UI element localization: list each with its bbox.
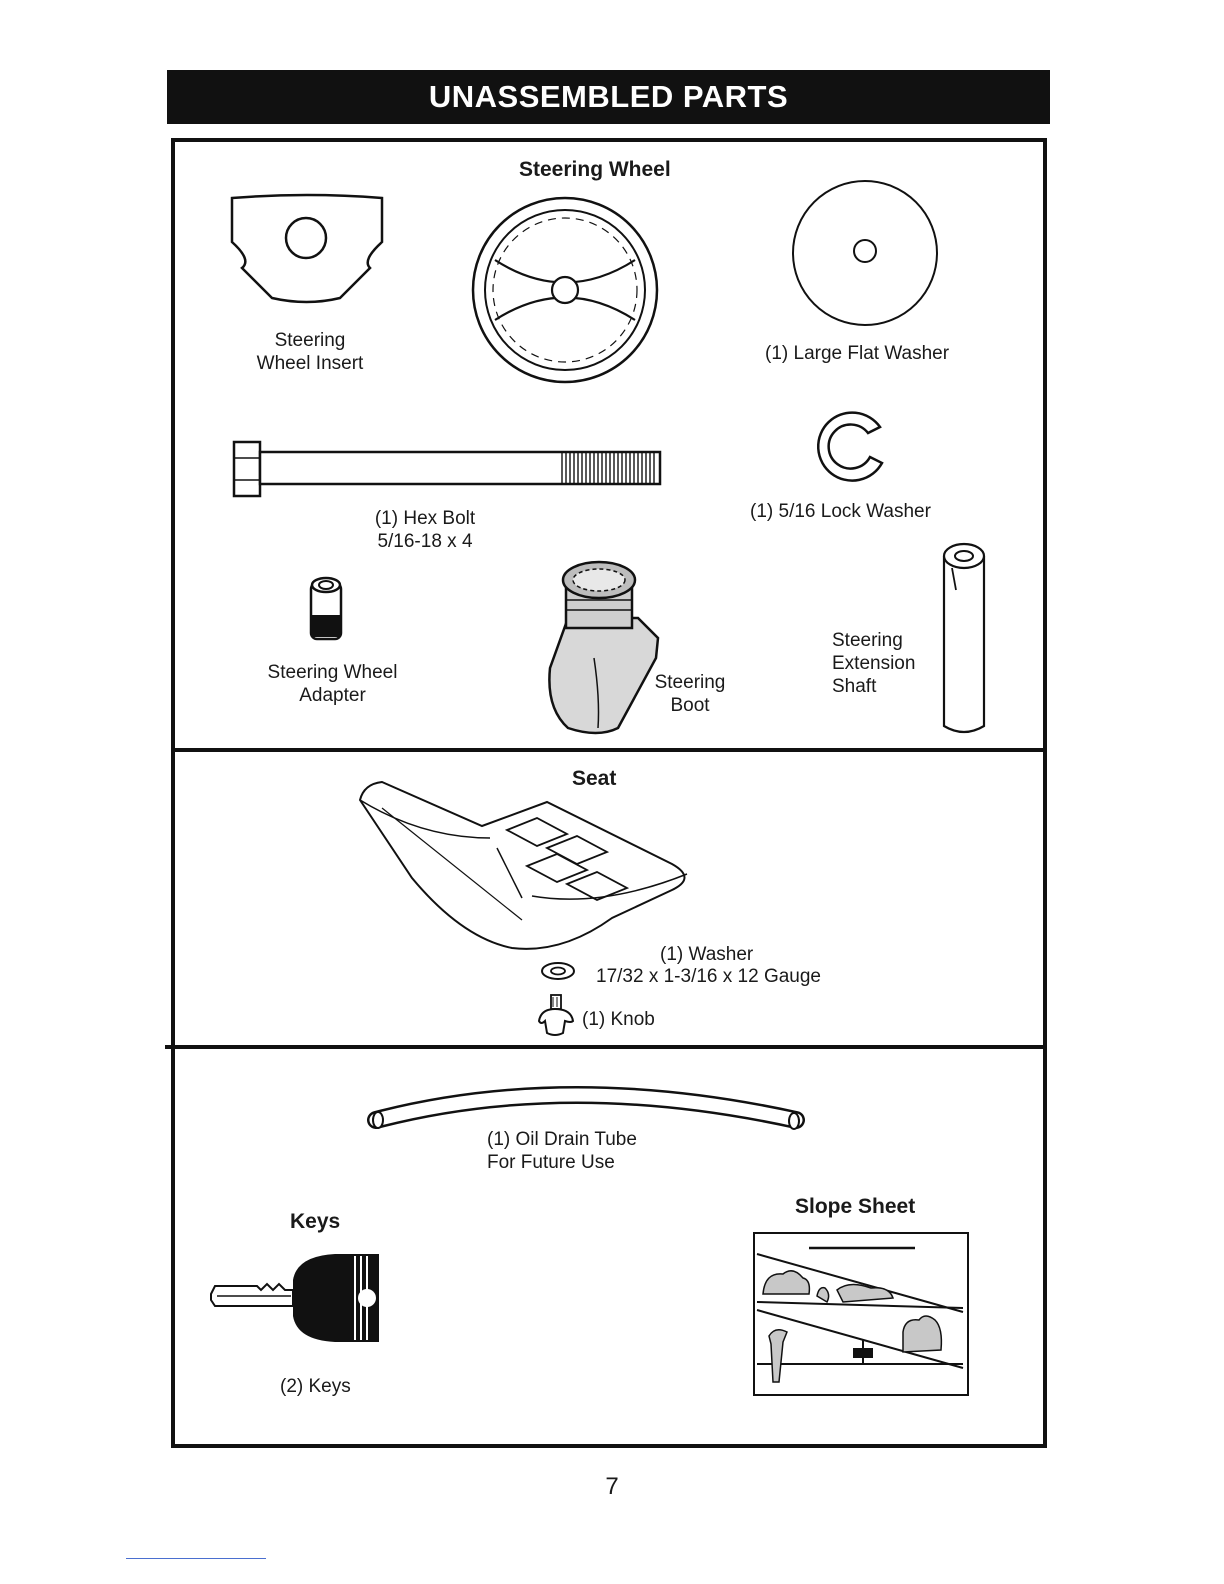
steering-wheel-illustration (470, 195, 660, 385)
slope-sheet-heading: Slope Sheet (795, 1195, 915, 1219)
steering-boot-label: Steering Boot (640, 671, 740, 717)
keys-label: (2) Keys (280, 1375, 351, 1398)
footer-rule (126, 1558, 266, 1559)
lock-washer-illustration (812, 407, 896, 485)
page-title: UNASSEMBLED PARTS (429, 79, 788, 115)
seat-illustration (352, 778, 697, 956)
oil-drain-tube-label: (1) Oil Drain Tube For Future Use (487, 1128, 637, 1174)
lock-washer-label: (1) 5/16 Lock Washer (750, 500, 931, 523)
steering-wheel-heading: Steering Wheel (519, 158, 671, 182)
hex-bolt-illustration (230, 438, 670, 500)
steering-wheel-adapter-label: Steering Wheel Adapter (255, 661, 410, 707)
section-divider-seat-misc (165, 1045, 1043, 1049)
steering-wheel-insert-label: Steering Wheel Insert (240, 329, 380, 375)
steering-wheel-insert-illustration (222, 190, 392, 310)
seat-washer-label: (1) Washer (660, 943, 753, 966)
slope-sheet-illustration (753, 1232, 969, 1396)
large-flat-washer-label: (1) Large Flat Washer (765, 342, 949, 365)
large-flat-washer-illustration (790, 178, 940, 328)
steering-extension-shaft-illustration (938, 538, 990, 738)
seat-washer-size-label: 17/32 x 1-3/16 x 12 Gauge (596, 965, 821, 988)
seat-washer-icon (540, 961, 576, 981)
hex-bolt-label: (1) Hex Bolt 5/16-18 x 4 (340, 507, 510, 553)
keys-heading: Keys (290, 1210, 340, 1234)
page-title-banner: UNASSEMBLED PARTS (167, 70, 1050, 124)
page-number: 7 (0, 1473, 1224, 1501)
steering-extension-shaft-label: Steering Extension Shaft (832, 629, 915, 698)
section-divider-steering-seat (171, 748, 1047, 752)
key-illustration (205, 1250, 385, 1346)
steering-wheel-adapter-illustration (306, 575, 346, 643)
knob-icon (535, 993, 577, 1039)
knob-label: (1) Knob (582, 1008, 655, 1031)
steering-boot-illustration (538, 558, 668, 748)
